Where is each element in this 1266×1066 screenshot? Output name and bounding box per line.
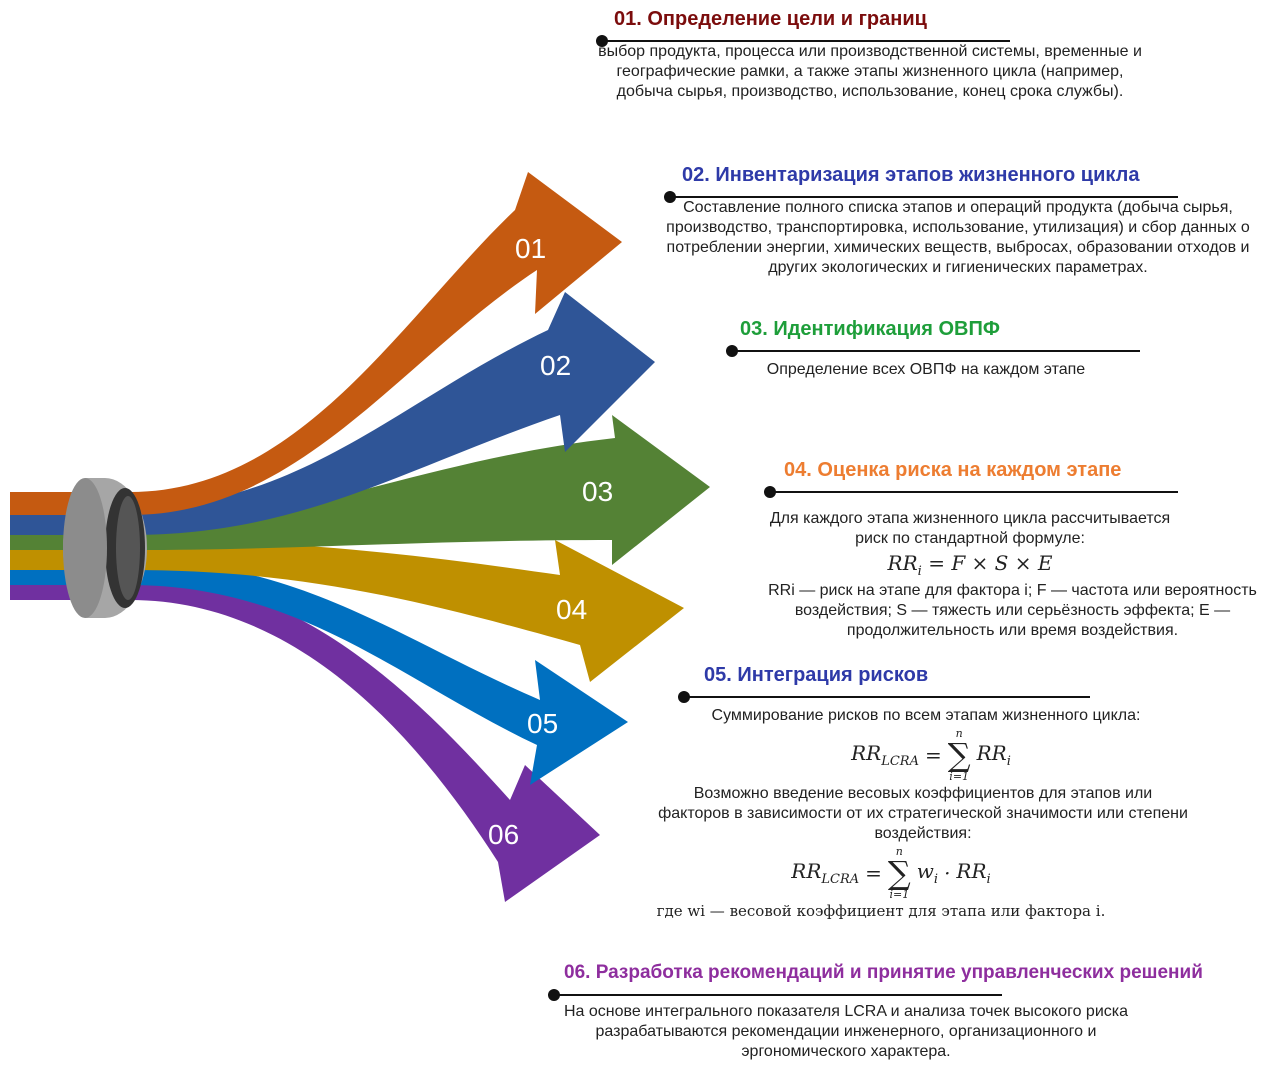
step-01-rule [602,40,1010,42]
step-04-rule [770,491,1178,493]
arrow-06-number: 06 [488,819,519,850]
sigma-symbol: n ∑ i=1 [887,845,911,901]
arrow-05-number: 05 [527,708,558,739]
ring [63,478,147,618]
step-04-title: 04. Оценка риска на каждом этапе [784,459,1122,481]
step-06: 06. Разработка рекомендаций и принятие у… [546,962,1266,1062]
step-03: 03. Идентификация ОВПФ Определение всех … [726,318,1146,380]
arrow-01-number: 01 [515,233,546,264]
step-06-rule [554,994,1002,996]
step-04-formula: RRi = F × S × E [887,551,1053,579]
step-05-formula-sum: RRLCRA = n ∑ i=1 RRi [851,727,1011,783]
arrow-funnel-graphic: 01 02 03 04 05 06 [10,172,710,902]
step-04: 04. Оценка риска на каждом этапе Для каж… [760,459,1265,641]
arrow-06 [10,575,600,902]
step-02-rule [670,196,1178,198]
arrow-04-number: 04 [556,594,587,625]
step-05: 05. Интеграция рисков Суммирование риско… [657,664,1206,920]
step-03-rule [732,350,1140,352]
sigma-symbol: n ∑ i=1 [947,727,971,783]
step-03-title: 03. Идентификация ОВПФ [740,318,1000,340]
step-06-description: На основе интегрального показателя LCRA … [563,1003,1128,1060]
step-05-rule [684,696,1090,698]
step-05-note: где wi — весовой коэффициент для этапа и… [656,902,1106,920]
step-04-legend: RRi — риск на этапе для фактора i; F — ч… [768,582,1257,639]
arrow-02-number: 02 [540,350,571,381]
step-01-description: выбор продукта, процесса или производств… [598,43,1142,100]
step-05-description: Суммирование рисков по всем этапам жизне… [711,707,1141,724]
step-02-description: Составление полного списка этапов и опер… [666,199,1250,276]
arrow-01 [10,172,622,515]
step-05-formula-weighted: RRLCRA = n ∑ i=1 wi · RRi [791,845,991,901]
step-04-description: Для каждого этапа жизненного цикла рассч… [769,510,1171,547]
arrow-03-number: 03 [582,476,613,507]
step-06-title: 06. Разработка рекомендаций и принятие у… [564,962,1203,983]
step-02: 02. Инвентаризация этапов жизненного цик… [658,164,1258,278]
step-01-title: 01. Определение цели и границ [614,8,927,30]
step-03-description: Определение всех ОВПФ на каждом этапе [766,361,1086,378]
step-05-title: 05. Интеграция рисков [704,664,929,686]
arrow-04 [10,540,684,682]
step-05-weights-text: Возможно введение весовых коэффициентов … [658,785,1188,842]
step-01: 01. Определение цели и границ выбор прод… [590,8,1150,102]
step-02-title: 02. Инвентаризация этапов жизненного цик… [682,164,1140,186]
